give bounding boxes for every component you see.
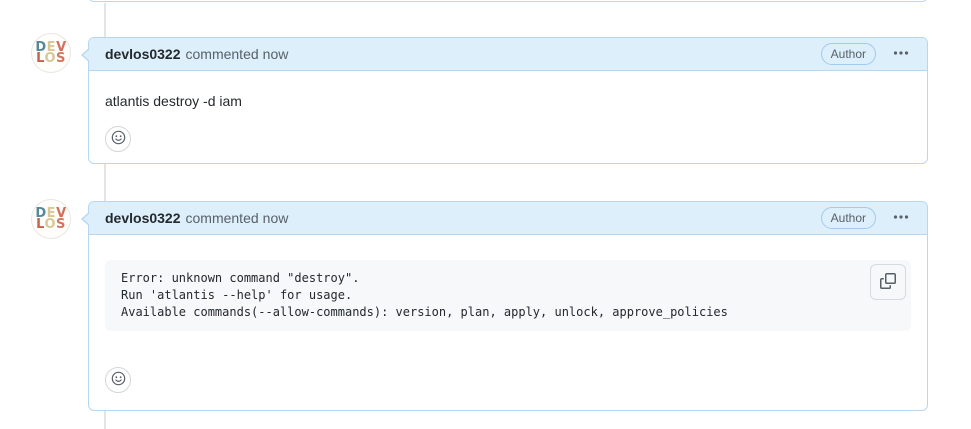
author-name-link[interactable]: devlos0322 <box>105 46 181 62</box>
avatar-letter: V <box>56 205 67 221</box>
author-badge: Author <box>820 207 876 229</box>
comment-timestamp-link[interactable]: now <box>262 210 289 226</box>
comment-card: devlos0322 commented now Author Error: u… <box>81 201 928 411</box>
code-line: Run 'atlantis --help' for usage. <box>121 288 353 302</box>
kebab-menu-button[interactable] <box>891 207 911 230</box>
author-name-link[interactable]: devlos0322 <box>105 210 181 226</box>
author-badge: Author <box>820 43 876 65</box>
comment-header: devlos0322 commented now Author <box>81 38 927 71</box>
avatar-letter: E <box>46 205 57 221</box>
avatar-letter: D <box>35 205 47 221</box>
code-line: Available commands(--allow-commands): ve… <box>121 305 728 319</box>
comment-text: atlantis destroy -d iam <box>105 93 242 109</box>
comment-card: devlos0322 commented now Author atlantis… <box>81 37 928 164</box>
avatar-letter: O <box>44 217 56 232</box>
copy-icon <box>880 272 896 292</box>
kebab-horizontal-icon <box>893 45 909 64</box>
comment-body: Error: unknown command "destroy". Run 'a… <box>89 235 927 409</box>
previous-comment-fragment <box>88 0 928 2</box>
avatar-letter: E <box>46 39 57 55</box>
code-block: Error: unknown command "destroy". Run 'a… <box>105 260 911 331</box>
avatar-letters-row: DEV <box>35 205 67 221</box>
kebab-horizontal-icon <box>893 209 909 228</box>
add-reaction-button[interactable] <box>105 367 131 393</box>
comment-body: atlantis destroy -d iam <box>89 71 927 168</box>
kebab-menu-button[interactable] <box>891 43 911 66</box>
avatar-letters-row: LOS <box>36 217 66 232</box>
copy-code-button[interactable] <box>870 264 906 300</box>
smiley-icon <box>111 130 126 148</box>
add-reaction-button[interactable] <box>105 126 131 152</box>
header-caret <box>81 212 90 226</box>
avatar-letters-row: DEV <box>35 39 67 55</box>
avatar-letter: L <box>36 217 45 232</box>
header-controls: Author <box>820 43 911 66</box>
avatar-letter: V <box>56 39 67 55</box>
code-line: Error: unknown command "destroy". <box>121 271 360 285</box>
avatar-letter: O <box>44 51 56 66</box>
avatar[interactable]: DEV LOS <box>31 33 71 73</box>
comment-timestamp-link[interactable]: now <box>262 46 289 62</box>
header-controls: Author <box>820 207 911 230</box>
comment-action-text: commented <box>185 210 259 226</box>
smiley-icon <box>111 371 126 389</box>
avatar[interactable]: DEV LOS <box>31 199 71 239</box>
avatar-letter: S <box>56 51 66 66</box>
avatar-letters-row: LOS <box>36 51 66 66</box>
comment-action-text: commented <box>185 46 259 62</box>
avatar-letter: S <box>56 217 66 232</box>
comment-header: devlos0322 commented now Author <box>81 202 927 235</box>
avatar-letter: L <box>36 51 45 66</box>
header-caret <box>81 48 90 62</box>
avatar-letter: D <box>35 39 47 55</box>
